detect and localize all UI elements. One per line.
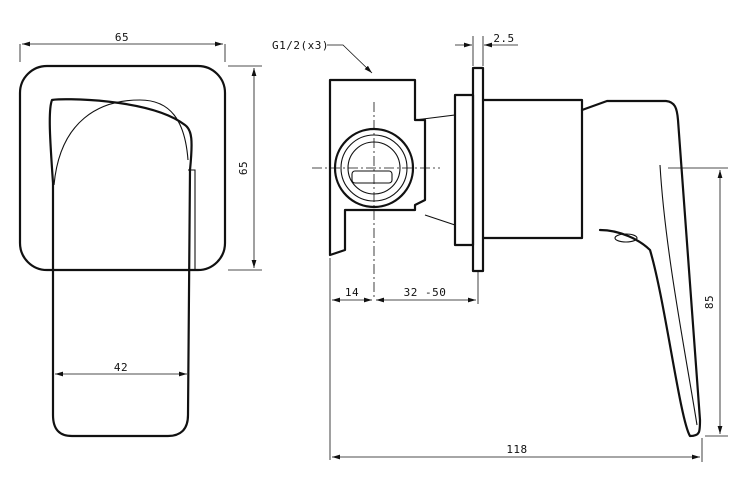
dim-lever-width-text: 42 — [114, 361, 128, 374]
side-body-cylinder — [481, 98, 584, 240]
side-handle-inner — [659, 164, 698, 426]
dim-plate-text: 2.5 — [493, 32, 514, 45]
dim-handle-height-text: 85 — [703, 295, 716, 309]
side-handle — [580, 99, 702, 438]
dim-front-width-text: 65 — [115, 31, 129, 44]
side-handle-pin — [614, 233, 638, 243]
dim-length-text: 118 — [506, 443, 527, 456]
side-inlet-slot — [351, 170, 393, 184]
front-lever-shoulder — [188, 169, 196, 270]
dim-front-height-text: 65 — [237, 161, 250, 175]
front-wall-plate — [18, 64, 227, 272]
dim-thread-text: G1/2(x3) — [272, 39, 329, 52]
dim-thread-leader — [327, 44, 373, 74]
front-lever-inner-curve — [53, 99, 189, 186]
side-connector — [414, 114, 456, 226]
front-view: 65 65 42 — [18, 31, 262, 438]
dim-depth-text: 32 -50 — [404, 286, 447, 299]
dim-offset-text: 14 — [345, 286, 359, 299]
front-lever-handle — [48, 98, 193, 438]
side-mixer-body — [328, 78, 427, 257]
side-flange — [453, 93, 475, 247]
side-wall-plate — [471, 66, 485, 273]
side-view: G1/2(x3) 2.5 14 32 -50 118 85 — [272, 32, 728, 462]
